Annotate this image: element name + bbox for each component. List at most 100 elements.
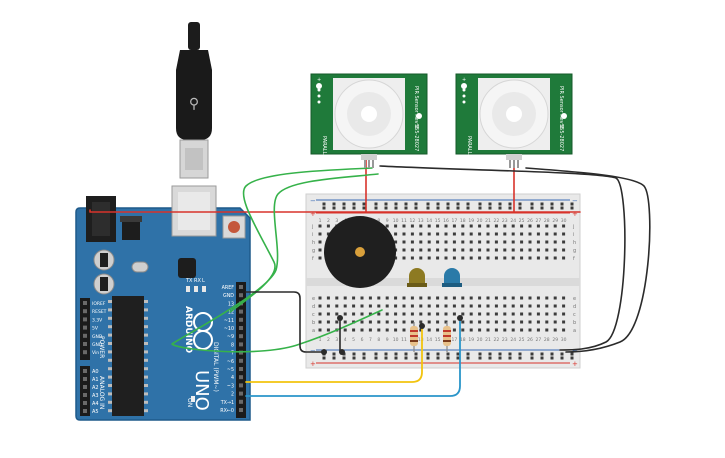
rail-hole[interactable] [508, 356, 512, 360]
header-hole[interactable] [83, 342, 87, 346]
rail-hole[interactable] [332, 206, 336, 210]
breadboard-hole[interactable] [385, 328, 389, 332]
breadboard-hole[interactable] [385, 312, 389, 316]
breadboard-hole[interactable] [436, 248, 440, 252]
rail-hole[interactable] [498, 206, 502, 210]
header-hole[interactable] [83, 301, 87, 305]
breadboard-hole[interactable] [469, 232, 473, 236]
breadboard-hole[interactable] [461, 328, 465, 332]
breadboard-hole[interactable] [394, 232, 398, 236]
breadboard-hole[interactable] [494, 224, 498, 228]
breadboard-hole[interactable] [452, 256, 456, 260]
rail-hole[interactable] [518, 206, 522, 210]
breadboard-hole[interactable] [343, 328, 347, 332]
wire-black-gnd[interactable] [245, 291, 325, 353]
rail-hole[interactable] [436, 356, 440, 360]
breadboard-hole[interactable] [562, 304, 566, 308]
rail-hole[interactable] [404, 202, 408, 206]
breadboard-hole[interactable] [536, 320, 540, 324]
breadboard-hole[interactable] [394, 256, 398, 260]
breadboard-hole[interactable] [368, 304, 372, 308]
breadboard-hole[interactable] [377, 296, 381, 300]
rail-hole[interactable] [436, 206, 440, 210]
breadboard-hole[interactable] [536, 248, 540, 252]
header-hole[interactable] [239, 367, 243, 371]
rail-hole[interactable] [426, 206, 430, 210]
breadboard-hole[interactable] [394, 296, 398, 300]
rail-hole[interactable] [540, 206, 544, 210]
rail-hole[interactable] [332, 352, 336, 356]
breadboard-hole[interactable] [343, 296, 347, 300]
header-hole[interactable] [83, 317, 87, 322]
breadboard-hole[interactable] [402, 224, 406, 228]
breadboard-hole[interactable] [452, 240, 456, 244]
breadboard-hole[interactable] [368, 320, 372, 324]
breadboard-hole[interactable] [461, 248, 465, 252]
wire-green-pir2-out[interactable] [171, 173, 383, 353]
breadboard-hole[interactable] [452, 232, 456, 236]
breadboard-hole[interactable] [377, 328, 381, 332]
breadboard-hole[interactable] [520, 224, 524, 228]
rail-hole[interactable] [456, 206, 460, 210]
breadboard-hole[interactable] [318, 248, 322, 252]
breadboard-hole[interactable] [343, 304, 347, 308]
breadboard-hole[interactable] [511, 320, 515, 324]
rail-hole[interactable] [426, 356, 430, 360]
wire-red-5v-rail[interactable] [89, 209, 581, 213]
rail-hole[interactable] [394, 206, 398, 210]
rail-hole[interactable] [570, 206, 574, 210]
rail-hole[interactable] [332, 202, 336, 206]
breadboard-hole[interactable] [326, 320, 330, 324]
rail-hole[interactable] [498, 202, 502, 206]
breadboard-hole[interactable] [562, 224, 566, 228]
breadboard-hole[interactable] [427, 248, 431, 252]
breadboard-hole[interactable] [452, 312, 456, 316]
rail-hole[interactable] [518, 352, 522, 356]
breadboard-hole[interactable] [511, 304, 515, 308]
pir-sensor-2[interactable]: + PARALLAX PIR Sensor Rev B 555-28027 [455, 73, 573, 168]
rail-hole[interactable] [560, 352, 564, 356]
breadboard-hole[interactable] [419, 248, 423, 252]
breadboard-hole[interactable] [410, 256, 414, 260]
breadboard-hole[interactable] [427, 312, 431, 316]
rail-hole[interactable] [478, 202, 482, 206]
breadboard-hole[interactable] [536, 296, 540, 300]
rail-hole[interactable] [362, 206, 366, 210]
rail-hole[interactable] [394, 356, 398, 360]
breadboard-hole[interactable] [360, 328, 364, 332]
breadboard-hole[interactable] [469, 296, 473, 300]
breadboard-hole[interactable] [469, 240, 473, 244]
breadboard-hole[interactable] [461, 312, 465, 316]
breadboard-hole[interactable] [318, 232, 322, 236]
breadboard-hole[interactable] [326, 224, 330, 228]
wire-black-pir2-gnd[interactable] [525, 167, 651, 353]
rail-hole[interactable] [466, 356, 470, 360]
breadboard-hole[interactable] [318, 304, 322, 308]
breadboard-hole[interactable] [410, 232, 414, 236]
breadboard-hole[interactable] [436, 304, 440, 308]
led-blue[interactable] [442, 268, 462, 287]
breadboard-hole[interactable] [486, 224, 490, 228]
header-hole[interactable] [239, 293, 243, 298]
breadboard-hole[interactable] [402, 296, 406, 300]
breadboard-hole[interactable] [545, 248, 549, 252]
breadboard-hole[interactable] [520, 304, 524, 308]
breadboard-hole[interactable] [486, 232, 490, 236]
breadboard-hole[interactable] [452, 304, 456, 308]
rail-hole[interactable] [414, 352, 418, 356]
breadboard-hole[interactable] [553, 256, 557, 260]
breadboard-hole[interactable] [461, 304, 465, 308]
wire-yellow-led[interactable] [245, 325, 423, 383]
breadboard-hole[interactable] [452, 320, 456, 324]
breadboard-hole[interactable] [318, 320, 322, 324]
breadboard-hole[interactable] [545, 256, 549, 260]
breadboard-hole[interactable] [545, 232, 549, 236]
header-hole[interactable] [83, 409, 87, 413]
rail-hole[interactable] [518, 356, 522, 360]
breadboard-hole[interactable] [335, 304, 339, 308]
piezo-buzzer[interactable] [324, 216, 396, 288]
breadboard-hole[interactable] [385, 224, 389, 228]
breadboard-hole[interactable] [360, 320, 364, 324]
breadboard-hole[interactable] [553, 304, 557, 308]
rail-hole[interactable] [478, 206, 482, 210]
